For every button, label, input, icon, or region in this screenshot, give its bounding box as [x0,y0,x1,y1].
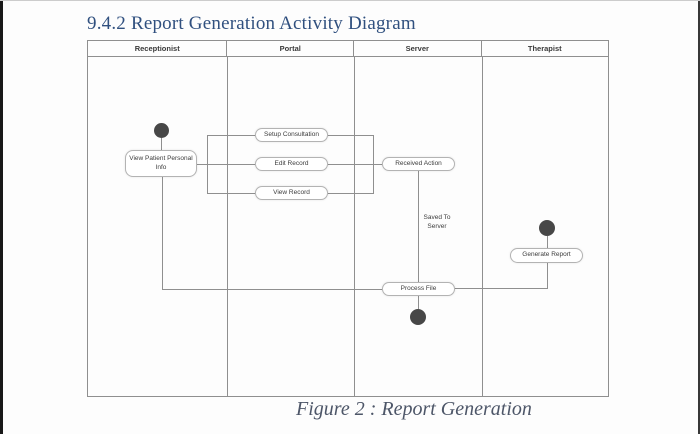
edge-view-patient-to-bracket [197,164,255,165]
activity-process-file: Process File [382,282,455,296]
figure-caption: Figure 2 : Report Generation [296,398,532,420]
page-top-edge-line [0,0,700,1]
lane-divider-3 [482,57,483,397]
edge-generate-down [547,263,548,289]
initial-node-therapist [539,220,555,236]
edge-initial-to-view-patient [161,138,162,150]
edge-left-bracket-vertical [207,135,208,194]
edge-receptionist-to-process [162,289,382,290]
edge-edit-to-received-action [328,164,382,165]
activity-view-patient-info: View Patient Personal Info [125,150,197,177]
lane-header-receptionist: Receptionist [134,44,180,53]
activity-setup-consultation: Setup Consultation [255,128,328,142]
swimlane-header-row: Receptionist Portal Server Therapist [88,41,608,57]
edge-generate-to-process [455,288,548,289]
section-title: 9.4.2 Report Generation Activity Diagram [87,13,416,34]
edge-bracket-to-view-record [207,193,255,194]
lane-header-server: Server [352,41,481,56]
page-left-edge-shadow [0,0,3,434]
activity-edit-record: Edit Record [255,157,328,171]
edge-bracket-to-setup [207,135,255,136]
edge-process-to-final [418,296,419,309]
lane-header-portal: Portal [226,41,353,56]
edge-view-patient-down [162,177,163,290]
activity-received-action: Received Action [382,157,455,171]
final-node [410,309,426,325]
activity-view-record: View Record [255,186,328,200]
edge-setup-to-right-bracket [328,135,373,136]
activity-generate-report: Generate Report [510,248,583,263]
lane-divider-1 [227,57,228,397]
initial-node-receptionist [154,123,169,138]
edge-received-to-process [418,171,419,282]
edge-label-saved-to-server: Saved To Server [423,214,451,230]
swimlane-table: Receptionist Portal Server Therapist [87,40,609,397]
page-right-edge-shadow [698,0,700,434]
edge-initial-to-generate [547,236,548,248]
edge-right-bracket-vertical [373,135,374,194]
lane-header-therapist: Therapist [480,41,609,56]
edge-view-record-to-right-bracket [328,193,373,194]
lane-divider-2 [354,57,355,397]
